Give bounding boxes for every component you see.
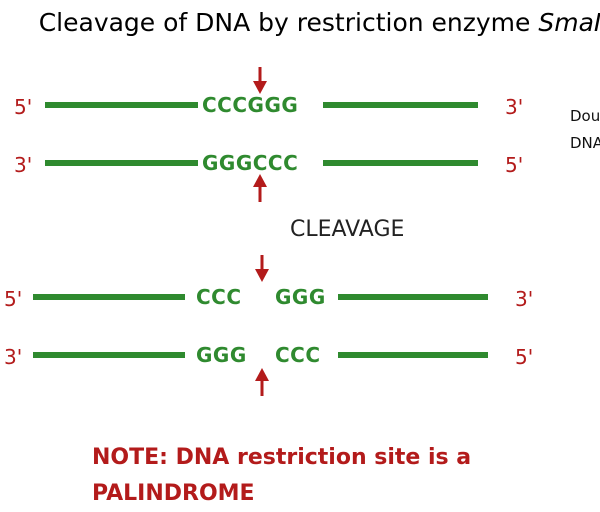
uncut-bottom-left-end: 3' bbox=[14, 153, 33, 177]
cut-bottom-strand-left bbox=[33, 352, 185, 358]
cut-bottom-left-sequence: GGG bbox=[196, 343, 247, 367]
side-label-line2: DNA bbox=[570, 134, 600, 152]
title-prefix: Cleavage of DNA by restriction enzyme bbox=[38, 8, 539, 37]
uncut-top-left-end: 5' bbox=[14, 95, 33, 119]
cut-top-left-sequence: CCC bbox=[196, 285, 242, 309]
cut-top-strand-left bbox=[33, 294, 185, 300]
enzyme-name: SmaI bbox=[538, 8, 600, 37]
cleavage-label: CLEAVAGE bbox=[290, 217, 405, 242]
cut-bottom-strand-right bbox=[338, 352, 488, 358]
uncut-bottom-right-end: 5' bbox=[505, 153, 524, 177]
cut-top-right-sequence: GGG bbox=[275, 285, 326, 309]
uncut-top-sequence: CCCGGG bbox=[202, 93, 299, 117]
uncut-bottom-sequence: GGGCCC bbox=[202, 151, 299, 175]
up-arrow-icon bbox=[253, 174, 267, 202]
cut-top-strand-right bbox=[338, 294, 488, 300]
cut-bottom-right-sequence: CCC bbox=[275, 343, 321, 367]
page-title: Cleavage of DNA by restriction enzyme Sm… bbox=[0, 8, 600, 37]
cut-bottom-right-end: 5' bbox=[515, 345, 534, 369]
side-label-line1: Dou bbox=[570, 107, 600, 125]
down-arrow-icon bbox=[255, 255, 269, 282]
uncut-bottom-strand-left bbox=[45, 160, 198, 166]
cut-bottom-left-end: 3' bbox=[4, 345, 23, 369]
down-arrow-icon bbox=[253, 67, 267, 94]
palindrome-note: NOTE: DNA restriction site is a PALINDRO… bbox=[92, 440, 471, 512]
uncut-top-strand-left bbox=[45, 102, 198, 108]
side-label: Dou DNA bbox=[570, 103, 600, 157]
uncut-top-right-end: 3' bbox=[505, 95, 524, 119]
cut-top-right-end: 3' bbox=[515, 287, 534, 311]
cut-top-left-end: 5' bbox=[4, 287, 23, 311]
up-arrow-icon bbox=[255, 368, 269, 396]
note-line2: PALINDROME bbox=[92, 481, 255, 506]
uncut-top-strand-right bbox=[323, 102, 478, 108]
note-line1: NOTE: DNA restriction site is a bbox=[92, 445, 472, 470]
uncut-bottom-strand-right bbox=[323, 160, 478, 166]
